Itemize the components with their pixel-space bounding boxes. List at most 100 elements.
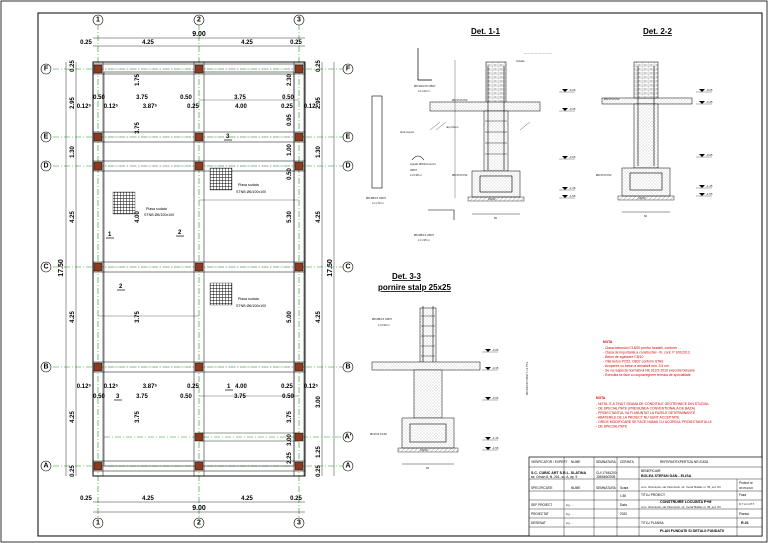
tb-desenat-name: ing. ...: [566, 521, 574, 525]
det33-note-3: Ø10/15 PC52: [370, 432, 387, 436]
axis-bubble-right-B: [342, 361, 354, 373]
detail-1-1: Det. 1-1 60 -0.05-0.35-0.65-1.45-1.55 iz…: [400, 27, 576, 220]
axis-label-left-C: C: [43, 264, 48, 271]
det33-level-marker-0: [485, 349, 491, 352]
dim-row-bot-b-4: 0.50: [282, 394, 294, 400]
dim-row-bot-a-2: 3.87⁵: [143, 384, 158, 390]
red-note-a-0: - Clasa betonului C16/20 pentru fundatii…: [603, 346, 681, 350]
axis-label-top-3: 3: [297, 17, 301, 24]
tb-reg: J28/669/2005: [596, 475, 616, 479]
tb-plansa-label: Plansa: [739, 512, 749, 516]
axis-label-top-2: 2: [197, 17, 201, 24]
det11-level-marker-2: [562, 156, 568, 159]
axis-label-left-B: B: [43, 364, 48, 371]
axis-label-right-B: B: [345, 364, 350, 371]
dim-vert-mid-3: 0.50: [287, 168, 293, 180]
title-block: VERIFICATOR / EXPERT NUME SEMNATURA CERI…: [528, 456, 763, 537]
red-note-b-0: - NOTA: S-A TINUT SEAMA DE CONDITIILE GE…: [596, 402, 709, 406]
det11-label-bitum: dop bitum: [446, 125, 459, 129]
tb-nume-2: NUME: [571, 486, 580, 490]
axis-bubble-left-D: [40, 160, 52, 172]
det11-bottom-width: 60: [494, 216, 498, 220]
section-mark-5: 3: [116, 394, 120, 400]
dim-row-top-a-4: 0.50: [282, 95, 294, 101]
axis-bubble-top-3: [293, 14, 305, 26]
det22-label-cb: C8/10: [638, 196, 646, 200]
axis-bubble-right-C: [342, 261, 354, 273]
det22-level-value-0: -0.05: [706, 88, 713, 92]
red-note-a-1: - Clasa de importanta a constructiei - I…: [603, 351, 690, 355]
dim-left-seg-3: 4.25: [70, 211, 76, 223]
dim-vert-mid-1: 0.95: [287, 114, 293, 126]
rebar-note-4b: L=1.95 m: [418, 238, 430, 242]
dim-row-bot-b-3: 3.75: [234, 394, 246, 400]
det11-level-value-2: -0.65: [569, 155, 576, 159]
det22-level-value-4: -1.55: [706, 192, 713, 196]
axis-label-left-D: D: [43, 163, 48, 170]
dim-top-seg-1: 4.25: [142, 40, 154, 46]
det33-note-1: Ø8 Ø8/15 OB37: [372, 317, 393, 321]
dim-row-bot-b-2: 0.50: [180, 394, 192, 400]
det33-subtitle: pornire stalp 25x25: [378, 283, 451, 292]
red-note-a-2: - Beton de egalizare C8/10: [603, 355, 643, 359]
det11-level-marker-0: [562, 89, 568, 92]
mesh-3: [209, 282, 233, 306]
rebar-note-3b: OB37: [410, 168, 418, 172]
det11-note-2: Ø8/15 PC52: [452, 173, 468, 177]
tb-company-addr: str. Crisan 8, bl. 2A1, sc. A, ap. 9: [531, 475, 577, 479]
dim-vert-left-2: 4.00: [135, 211, 141, 223]
red-note-b-3: - ABATERILE DE LA PROIECT NU SUNT ACCEPT…: [596, 416, 680, 420]
tb-desenat: DESENAT: [531, 521, 546, 525]
tb-referat: REFERAT/EXPERTIZA NR./DATA: [660, 460, 709, 464]
dim-right-seg-7: 0.25: [316, 465, 322, 477]
tb-proiect-nr: 08/05/2020: [739, 486, 753, 490]
dim-row-top-a-3: 3.75: [234, 95, 246, 101]
column-6: [194, 64, 204, 74]
red-notes-title-2: NOTA: [596, 396, 606, 400]
dim-row-bot-a-3: 0.25: [187, 384, 199, 390]
tb-company: S.C. CUBIC ART S.R.L. SLATINA: [531, 471, 587, 475]
dim-left-seg-6: 0.25: [70, 465, 76, 477]
tb-titlu-proiect-label: TITLU PROIECT:: [641, 493, 666, 497]
det22-title: Det. 2-2: [643, 27, 672, 36]
det22-note-1: Ø8/15 PC52: [604, 97, 620, 101]
dim-row-bot-a-6: 0.12⁵: [304, 384, 319, 390]
rebar-note-3c: L=0.38 m: [410, 173, 422, 177]
detail-2-2: Det. 2-2 60 C8/10 Ø8/15 PC52 Ø8/15 PC52 …: [596, 27, 713, 218]
dim-right-seg-1: 2.95: [316, 97, 322, 109]
red-note-b-1: - DE SPECIALITATE (PRESIUNEA CONVENTIONA…: [596, 407, 695, 411]
dim-right-seg-2: 1.30: [316, 146, 322, 158]
tb-cui: CUI 17661200: [596, 471, 617, 475]
det33-level-marker-4: [485, 447, 491, 450]
dim-vert-mid-0: 2.30: [287, 74, 293, 86]
det11-levels: -0.05-0.35-0.65-1.45-1.55: [559, 88, 576, 199]
column-17: [294, 461, 304, 471]
dim-row-top-b-4: 4.00: [235, 104, 247, 110]
dim-vert-mid-6: 3.75: [287, 411, 293, 423]
det22-level-value-3: -1.45: [706, 184, 713, 188]
dim-row-bot-a-5: 0.25: [281, 384, 293, 390]
red-notes-block-1: - Clasa betonului C16/20 pentru fundatii…: [603, 346, 695, 377]
axis-label-a-prime: A': [345, 434, 352, 441]
dim-bottom-seg-3: 0.25: [290, 496, 302, 502]
det11-label-slab: strat suport: [400, 130, 414, 134]
det22-level-marker-4: [699, 193, 705, 196]
column-0: [93, 64, 103, 74]
dim-left-seg-5: 4.25: [70, 411, 76, 423]
det11-level-value-4: -1.55: [569, 194, 576, 198]
tb-scara: 1:50: [620, 494, 626, 498]
tb-data: 2020: [620, 512, 627, 516]
column-10: [194, 362, 204, 372]
axis-label-bottom-2: 2: [197, 520, 201, 527]
axis-label-right-F: F: [346, 66, 351, 73]
column-11: [194, 461, 204, 471]
det11-level-marker-1: [562, 108, 568, 111]
tb-titlu-plansa-label: TITLU PLANSA:: [641, 521, 664, 525]
section-mark-3: 1: [227, 384, 231, 390]
column-13: [294, 132, 304, 142]
column-2: [93, 161, 103, 171]
det11-title: Det. 1-1: [471, 27, 500, 36]
tb-data-label: Data: [620, 503, 627, 507]
red-notes-block-2: - NOTA: S-A TINUT SEAMA DE CONDITIILE GE…: [596, 402, 712, 429]
axis-bubble-right-E: [342, 131, 354, 143]
